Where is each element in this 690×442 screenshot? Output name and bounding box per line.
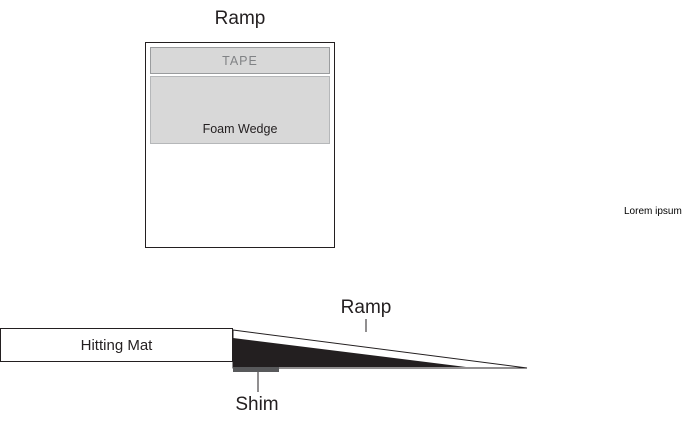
tape-label: TAPE (222, 53, 258, 68)
side-view-ramp-label: Ramp (340, 297, 392, 318)
ramp-top-view-box: TAPE Foam Wedge (145, 42, 335, 248)
foam-wedge-block: Foam Wedge (150, 76, 330, 144)
foam-wedge-side-shape (233, 338, 466, 367)
foam-wedge-label: Foam Wedge (202, 122, 278, 136)
hitting-mat-label: Hitting Mat (80, 336, 153, 354)
tape-strip: TAPE (150, 47, 330, 74)
top-view-title: Ramp (214, 8, 266, 29)
side-view-shim-label: Shim (235, 394, 279, 415)
hitting-mat-box: Hitting Mat (0, 328, 233, 362)
lorem-ipsum-annotation: Lorem ipsum (624, 206, 682, 217)
